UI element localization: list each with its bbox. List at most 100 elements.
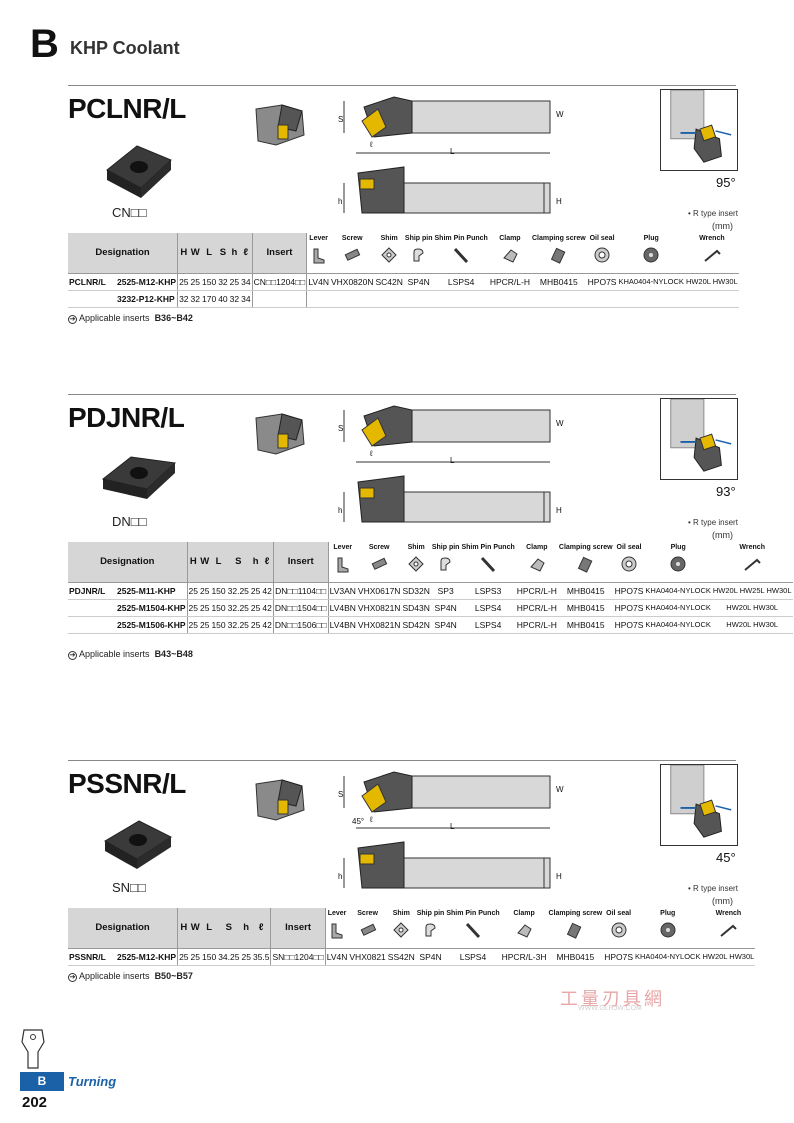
dim-S-label: S xyxy=(338,115,344,124)
dim-h-cell: 32 xyxy=(228,290,241,308)
wrench-cell xyxy=(684,290,739,308)
col-clamping-screw: Clamping screw xyxy=(557,542,614,583)
wrench-cell: HW20L HW30L xyxy=(701,948,756,966)
dim-H-label: H xyxy=(556,872,562,881)
clamping-screw-cell: MHB0415 xyxy=(557,616,614,634)
dim-L-cell: 150 xyxy=(210,616,227,634)
plug-icon xyxy=(643,247,659,263)
dim-l-cell: 42 xyxy=(261,616,273,634)
angle-45-label: 45° xyxy=(352,817,365,826)
shim-cell: SD32N xyxy=(401,582,431,600)
col-h: h xyxy=(240,908,252,949)
clamp-cell xyxy=(488,290,531,308)
insert-code: DN□□ xyxy=(112,514,147,529)
col-wrench: Wrench xyxy=(711,542,793,583)
dim-W-cell: 25 xyxy=(189,273,201,291)
col-H: H xyxy=(177,908,190,949)
col-shim: Shim xyxy=(374,233,404,274)
shim-cell: SD42N xyxy=(401,616,431,634)
clamping-screw-cell: MHB0415 xyxy=(557,599,614,617)
dim-H-cell: 25 xyxy=(187,599,199,617)
ship-pin-cell: SP4N xyxy=(430,616,461,634)
col-H: H xyxy=(177,233,190,274)
holder-thumbnail-icon xyxy=(255,104,305,146)
screw-cell: VHX0821N xyxy=(356,616,402,634)
wrench-cell: HW20L HW30L xyxy=(684,273,739,291)
clamp-cell: HPCR/L-H xyxy=(515,582,558,600)
shim-pin-punch-cell xyxy=(433,290,489,308)
insert-cell: DN□□1104□□ xyxy=(273,582,329,600)
dim-h-label: h xyxy=(338,506,343,515)
dim-W-label: W xyxy=(556,419,564,428)
dim-S-cell: 32.25 xyxy=(226,599,250,617)
plug-cell: KHA0404-NYLOCK xyxy=(644,616,712,634)
col-designation: Designation xyxy=(68,233,179,274)
dim-l-cell: 42 xyxy=(261,599,273,617)
designation-cell: 2525-M1506-KHP xyxy=(68,616,188,634)
col-l: ℓ xyxy=(240,233,252,274)
lever-cell: LV3AN xyxy=(328,582,357,600)
shim-pin-punch-icon xyxy=(454,247,469,264)
approach-angle: 45° xyxy=(716,850,736,865)
lever-cell: LV4BN xyxy=(328,599,357,617)
lever-icon xyxy=(331,923,343,939)
clamp-cell: HPCR/L-H xyxy=(515,599,558,617)
oil-seal-cell xyxy=(586,290,618,308)
col-insert: Insert xyxy=(273,542,329,583)
oil-seal-cell: HPO7S xyxy=(586,273,618,291)
clamping-screw-icon xyxy=(550,247,566,264)
dim-S-cell: 34.25 xyxy=(217,948,241,966)
arrow-circle-icon: ➔ xyxy=(68,651,77,660)
section-rule xyxy=(68,85,736,86)
col-lever: Lever xyxy=(325,908,349,949)
dim-H-label: H xyxy=(556,506,562,515)
plug-cell xyxy=(617,290,685,308)
insert-image xyxy=(101,456,177,499)
dim-L-cell: 150 xyxy=(201,948,218,966)
dim-l-cell: 34 xyxy=(240,273,252,291)
shim-pin-punch-icon xyxy=(480,556,496,573)
dim-h-cell: 25 xyxy=(228,273,241,291)
col-oil-seal: Oil seal xyxy=(586,233,618,274)
unit-mm: (mm) xyxy=(712,896,733,906)
dim-H-cell: 25 xyxy=(177,948,190,966)
col-L: L xyxy=(201,233,218,274)
clamping-screw-cell xyxy=(530,290,587,308)
col-H: H xyxy=(187,542,199,583)
dim-H-cell: 25 xyxy=(187,616,199,634)
tool-drawing xyxy=(343,405,551,523)
ship-pin-cell: SP4N xyxy=(403,273,434,291)
col-shim: Shim xyxy=(401,542,431,583)
watermark-url: WWW.GLRJW.COM xyxy=(578,1005,642,1012)
dim-H-label: H xyxy=(556,197,562,206)
ship-pin-cell: SP4N xyxy=(430,599,461,617)
approach-angle: 95° xyxy=(716,175,736,190)
col-S: S xyxy=(217,908,241,949)
col-l: ℓ xyxy=(261,542,273,583)
screw-cell: VHX0821N xyxy=(356,599,402,617)
plug-cell: KHA0404-NYLOCK xyxy=(644,582,712,600)
insert-cell: DN□□1504□□ xyxy=(273,599,329,617)
dim-l-label: ℓ xyxy=(370,449,373,458)
dim-W-cell: 25 xyxy=(198,599,211,617)
oil-seal-cell: HPO7S xyxy=(613,616,645,634)
clamp-cell: HPCR/L-H xyxy=(515,616,558,634)
applicable-inserts-note: ➔Applicable inserts B43~B48 xyxy=(68,649,193,660)
wrench-icon xyxy=(720,924,738,937)
model-title: PDJNR/L xyxy=(68,402,185,433)
applicable-inserts-note: ➔Applicable inserts B36~B42 xyxy=(68,313,193,324)
wrench-icon xyxy=(744,558,761,571)
oil-seal-icon xyxy=(621,556,637,572)
shim-icon xyxy=(381,247,397,263)
col-clamp: Clamp xyxy=(488,233,531,274)
dim-l-label: ℓ xyxy=(370,140,373,149)
oil-seal-icon xyxy=(611,922,627,938)
col-h: h xyxy=(249,542,262,583)
